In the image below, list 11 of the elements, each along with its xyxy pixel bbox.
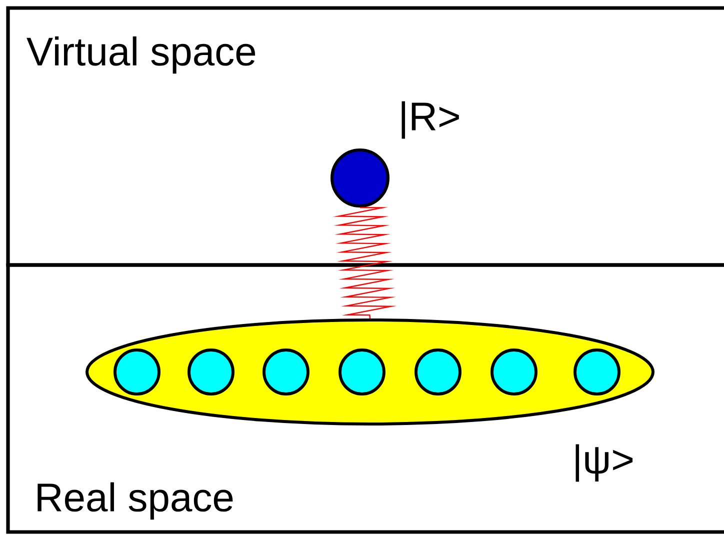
ball <box>262 348 310 396</box>
state-label: |ψ> <box>576 444 633 482</box>
ball <box>114 348 160 396</box>
ball <box>330 148 390 208</box>
ball <box>490 348 538 396</box>
state-label: |R> <box>402 101 459 139</box>
ball <box>414 348 462 396</box>
spring <box>332 206 397 320</box>
ball <box>188 348 234 396</box>
ball <box>574 348 620 396</box>
ball <box>338 348 386 396</box>
